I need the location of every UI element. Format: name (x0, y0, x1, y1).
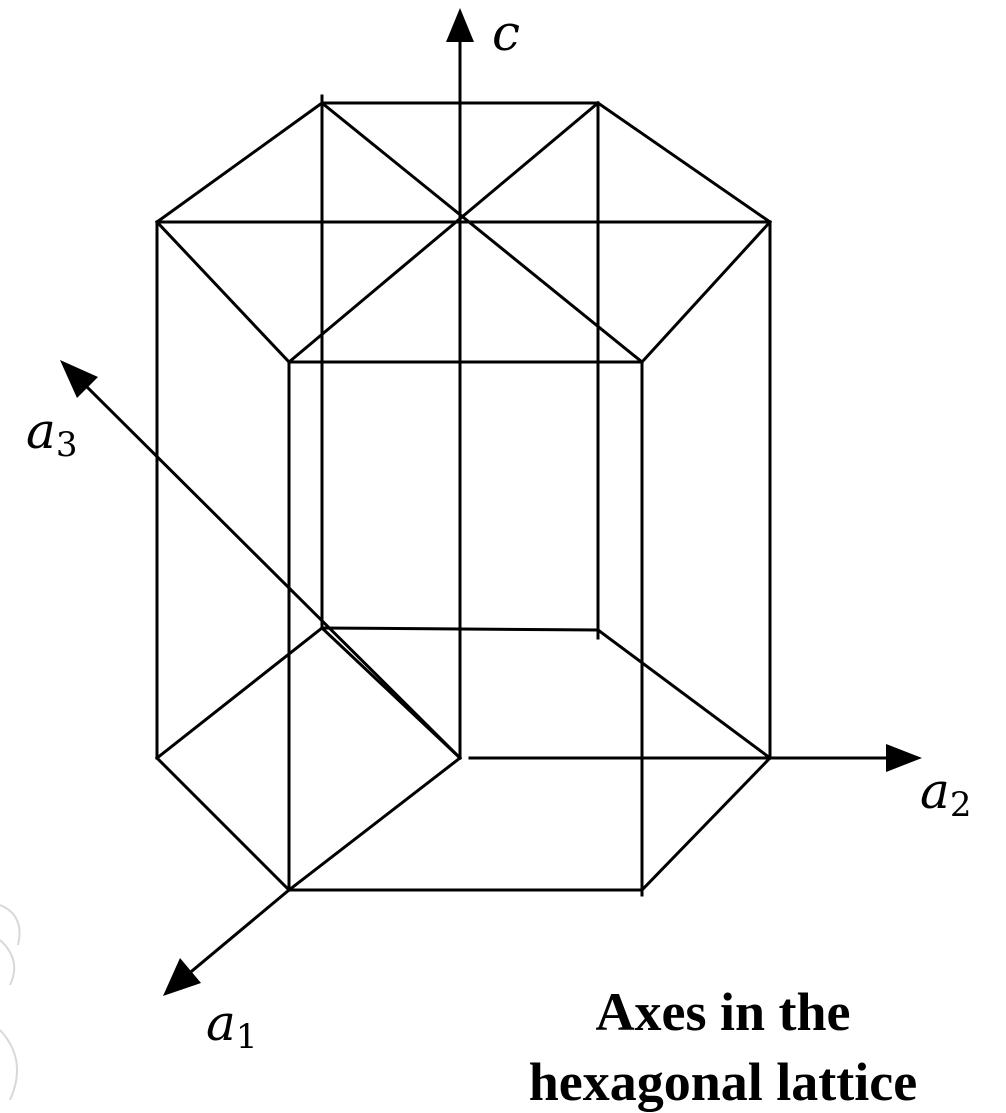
bottom-hexagon (154, 625, 773, 893)
a3-axis-subscript: 3 (56, 425, 78, 465)
a3-axis-line (77, 377, 463, 761)
a3-axis-label: a3 (26, 402, 77, 465)
top-edge-back-left (154, 100, 325, 225)
bottom-edge-front-right (639, 755, 773, 893)
top-edge-front-right (639, 219, 773, 365)
a2-axis: a2 (468, 744, 971, 825)
c-axis-arrowhead (446, 8, 474, 42)
top-diagonal-back-right (286, 100, 601, 365)
a1-axis-letter: a (206, 994, 236, 1052)
a1-axis-label: a1 (206, 994, 257, 1057)
a1-axis-subscript: 1 (236, 1017, 258, 1057)
a1-axis: a1 (163, 887, 292, 1057)
c-axis-letter: c (492, 4, 520, 62)
decorative-arcs (0, 904, 21, 1101)
a2-axis-label: a2 (920, 762, 971, 825)
top-diagonal-back-left (319, 100, 645, 365)
top-edge-back-right (595, 100, 773, 225)
a2-axis-letter: a (920, 762, 950, 820)
top-edge-front-left (154, 219, 292, 365)
bottom-edge-front-left (154, 755, 292, 893)
vertical-edges (155, 94, 772, 897)
caption-line-1: Axes in the (596, 982, 851, 1042)
caption: Axes in the hexagonal lattice (529, 982, 917, 1112)
c-axis: c (446, 4, 520, 760)
a3-axis: a3 (26, 360, 463, 761)
c-axis-label: c (492, 4, 520, 62)
a2-axis-subscript: 2 (950, 785, 972, 825)
caption-line-2: hexagonal lattice (529, 1052, 917, 1112)
a3-axis-letter: a (26, 402, 56, 460)
a2-axis-arrowhead (886, 744, 922, 772)
bottom-edge-center-front (286, 755, 463, 893)
a1-axis-arrowhead (163, 958, 201, 996)
a3-axis-arrowhead (60, 360, 98, 398)
bottom-edge-back-left (154, 625, 325, 761)
bottom-edge-back-right (595, 627, 773, 761)
a1-axis-line (183, 887, 292, 979)
top-hexagon (154, 100, 773, 365)
